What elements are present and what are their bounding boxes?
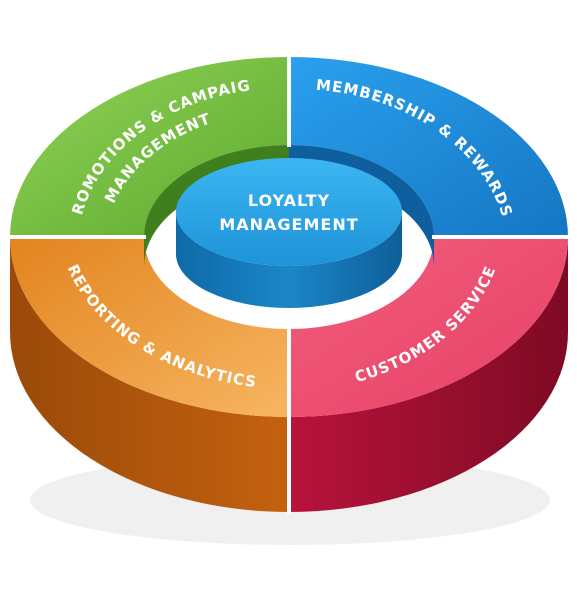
blue-segment-top [289,57,568,237]
green-segment-top [10,57,289,237]
hub-title-line2: MANAGEMENT [219,215,358,234]
hub-title-line1: LOYALTY [248,191,330,210]
orange-segment-side [10,237,289,512]
hub-top [176,158,402,266]
orange-segment-top [10,237,289,417]
pink-segment-top [289,237,568,417]
pink-segment-side [289,237,568,512]
hub-side [176,212,402,308]
